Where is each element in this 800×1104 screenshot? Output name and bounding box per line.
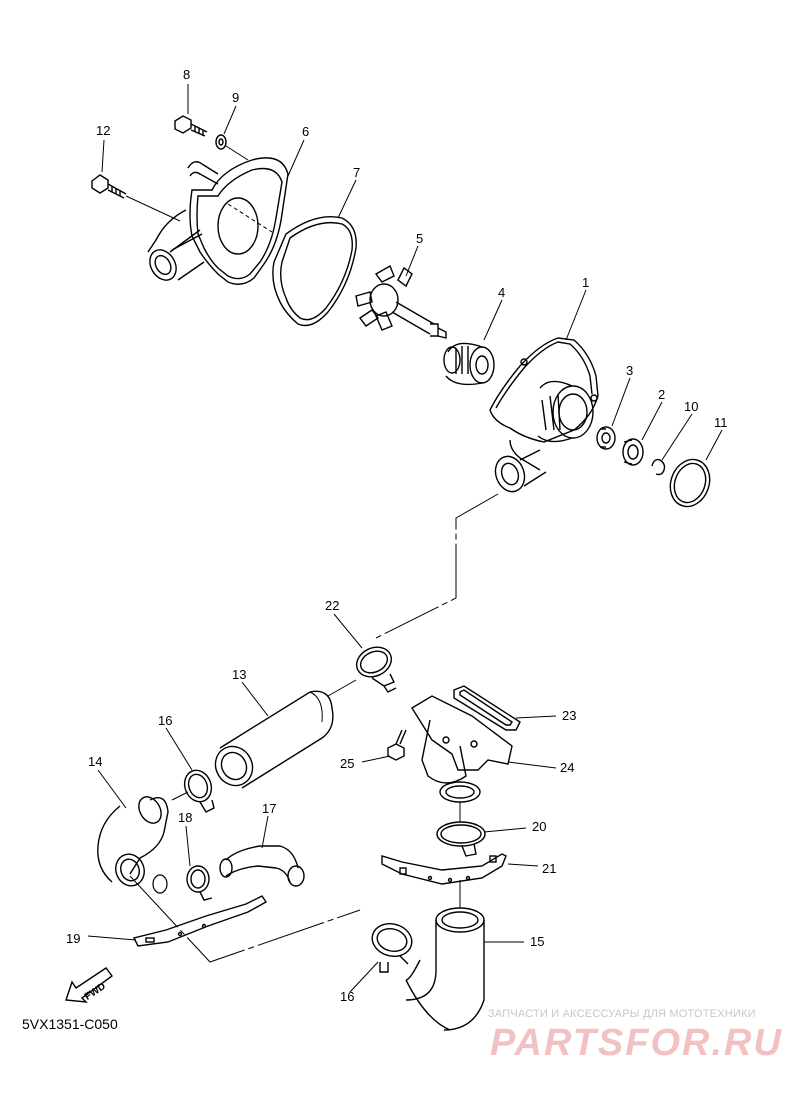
part-10-circlip[interactable] (651, 458, 666, 476)
part-9-washer[interactable] (215, 134, 249, 161)
label-25: 25 (340, 756, 354, 771)
fwd-arrow-icon (65, 967, 113, 1003)
part-16-clamp-lower[interactable] (369, 919, 416, 973)
label-22: 22 (325, 598, 339, 613)
part-6-pump-cover[interactable] (145, 157, 289, 285)
label-24: 24 (560, 760, 574, 775)
part-24-outlet[interactable] (411, 695, 513, 803)
part-19-bracket[interactable] (132, 895, 268, 947)
label-7: 7 (353, 165, 360, 180)
label-23: 23 (562, 708, 576, 723)
watermark-tagline: ЗАПЧАСТИ И АКСЕССУАРЫ ДЛЯ МОТОТЕХНИКИ (488, 1008, 756, 1020)
part-20-clamp[interactable] (436, 821, 486, 857)
diagram-code: 5VX1351-C050 (22, 1016, 118, 1032)
part-3-bearing[interactable] (596, 426, 616, 450)
label-21: 21 (542, 861, 556, 876)
part-7-gasket[interactable] (272, 216, 357, 327)
part-21-bracket[interactable] (381, 853, 507, 885)
part-22-clamp[interactable] (352, 642, 397, 693)
label-14: 14 (88, 754, 102, 769)
label-20: 20 (532, 819, 546, 834)
label-9: 9 (232, 90, 239, 105)
label-13: 13 (232, 667, 246, 682)
label-8: 8 (183, 67, 190, 82)
part-16-clamp-upper[interactable] (180, 767, 215, 813)
label-18: 18 (178, 810, 192, 825)
label-16-lower: 16 (340, 989, 354, 1004)
part-15-lower-hose[interactable] (405, 907, 485, 1031)
part-2-oil-seal[interactable] (622, 438, 644, 466)
label-4: 4 (498, 285, 505, 300)
label-11: 11 (714, 415, 728, 430)
part-18-clamp[interactable] (186, 865, 213, 901)
part-12-bolt[interactable] (91, 174, 181, 222)
part-8-bolt[interactable] (174, 115, 208, 137)
part-25-bolt[interactable] (387, 729, 407, 761)
label-5: 5 (416, 231, 423, 246)
part-labels: 8 9 12 6 7 5 4 1 3 2 10 11 22 13 16 14 1… (66, 67, 728, 1004)
leader-lines (87, 84, 723, 993)
part-13-hose[interactable] (208, 690, 334, 792)
watermark-brand: PARTSFOR.RU (490, 1022, 783, 1064)
part-5-impeller[interactable] (355, 264, 447, 339)
label-2: 2 (658, 387, 665, 402)
label-15: 15 (530, 934, 544, 949)
part-23-gasket[interactable] (453, 685, 521, 731)
label-1: 1 (582, 275, 589, 290)
label-6: 6 (302, 124, 309, 139)
part-17-small-hose[interactable] (219, 845, 305, 887)
label-19: 19 (66, 931, 80, 946)
label-17: 17 (262, 801, 276, 816)
fwd-label: FWD (83, 981, 108, 1003)
part-4-seal[interactable] (443, 342, 495, 386)
part-1-pump-housing[interactable] (489, 337, 599, 496)
label-12: 12 (96, 123, 110, 138)
part-11-o-ring[interactable] (664, 454, 716, 512)
label-16-upper: 16 (158, 713, 172, 728)
label-3: 3 (626, 363, 633, 378)
label-10: 10 (684, 399, 698, 414)
